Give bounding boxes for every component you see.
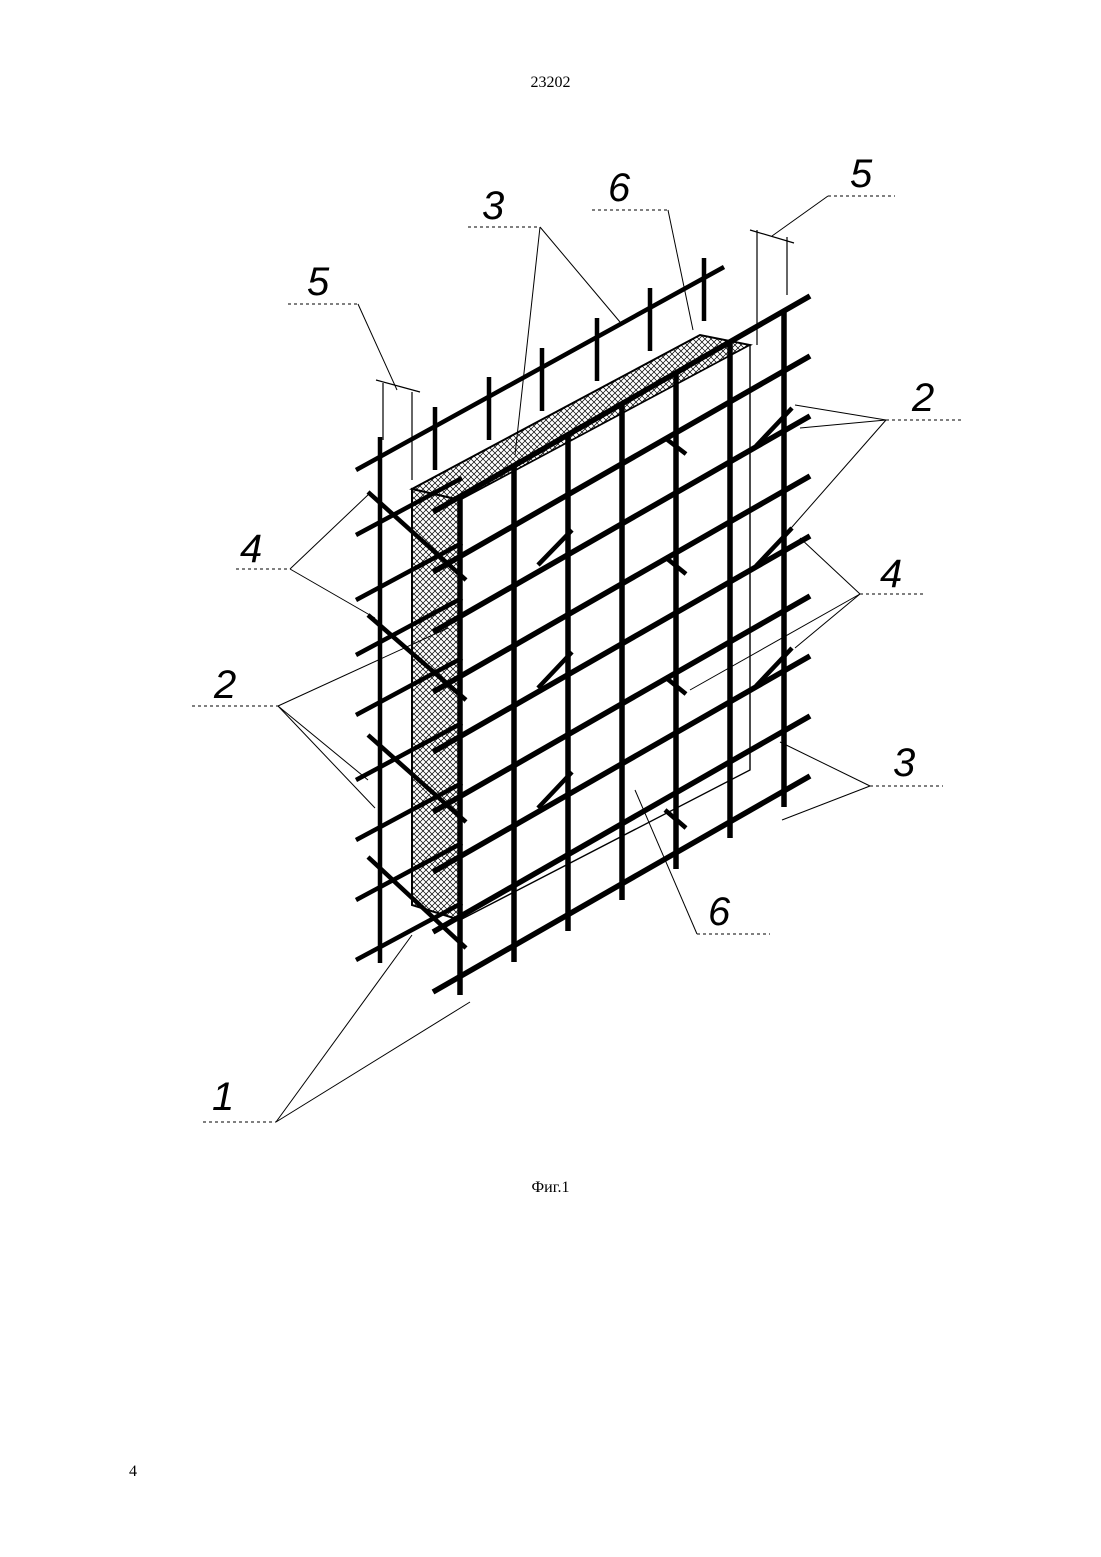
callout-1: 1 xyxy=(212,1075,234,1119)
callout-6-top: 6 xyxy=(608,166,631,210)
callout-3-right: 3 xyxy=(893,741,915,785)
callout-6-bottom: 6 xyxy=(708,890,731,934)
callout-2-left: 2 xyxy=(213,663,236,707)
figure-caption: Фиг.1 xyxy=(0,1179,1101,1197)
callout-5-right: 5 xyxy=(850,152,873,196)
callout-3-top: 3 xyxy=(482,184,504,228)
callout-4-right: 4 xyxy=(880,552,902,596)
callout-2-right: 2 xyxy=(911,376,934,420)
callout-5-left: 5 xyxy=(307,260,330,304)
page-number: 4 xyxy=(129,1463,137,1481)
callout-4-left: 4 xyxy=(240,527,262,571)
